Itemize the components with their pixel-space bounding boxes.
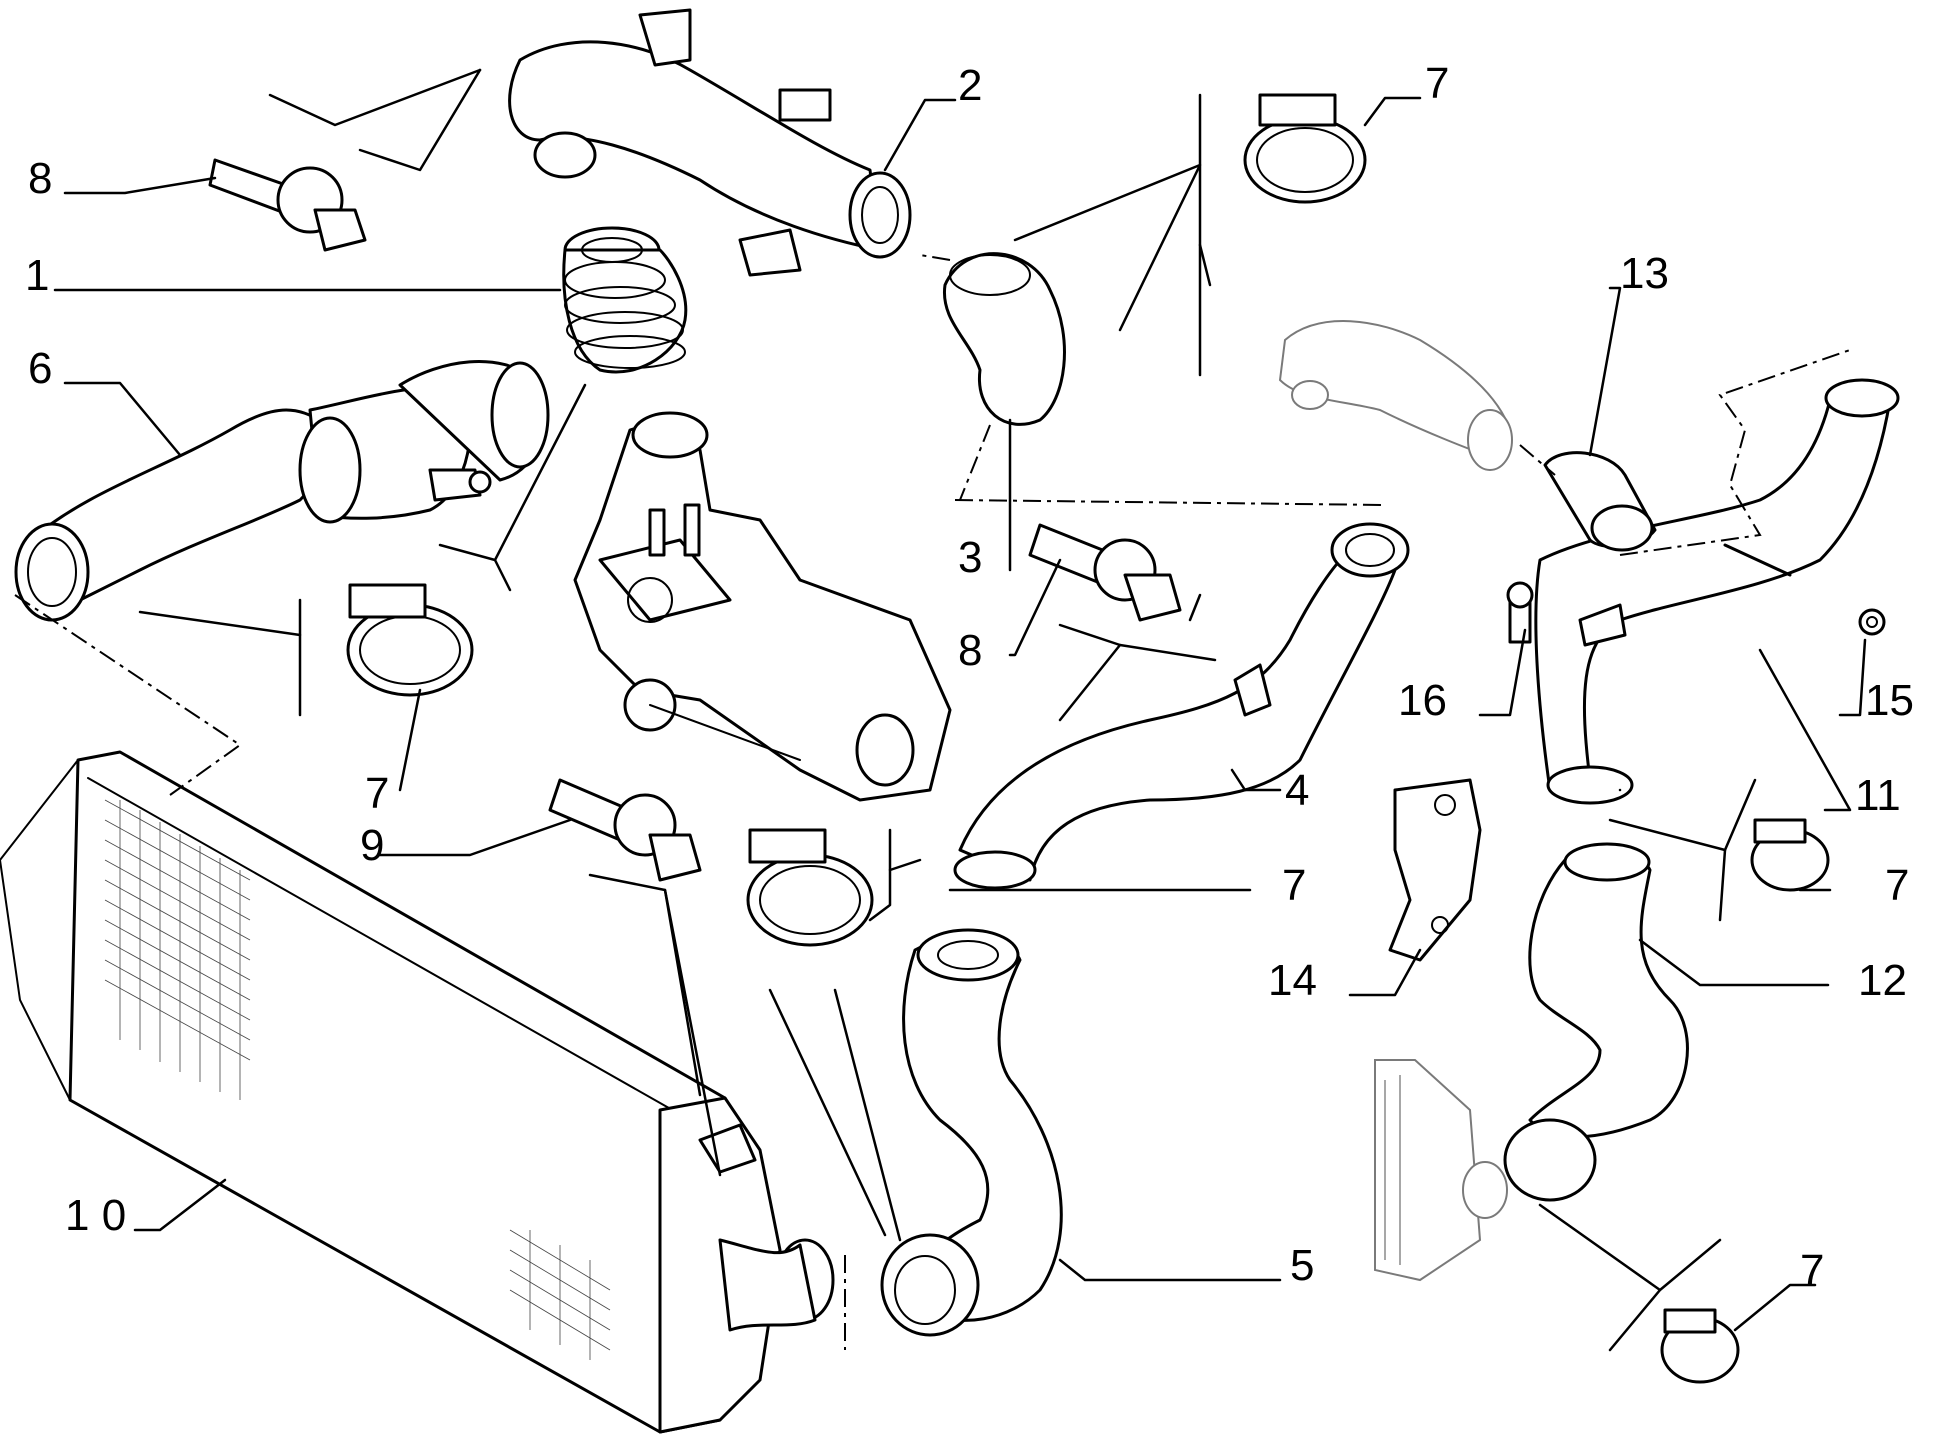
clamp-part-7-center	[746, 828, 874, 947]
hose-part-11	[1534, 378, 1900, 805]
bolt-part-8-center	[1028, 523, 1182, 622]
callout-7-bottom: 7	[1800, 1246, 1824, 1295]
callout-6: 6	[28, 344, 52, 393]
callout-7-left: 7	[365, 769, 389, 818]
callout-10: 1 0	[65, 1191, 126, 1240]
callout-4: 4	[1285, 766, 1309, 815]
callout-1: 1	[25, 251, 49, 300]
callout-14: 14	[1268, 956, 1317, 1005]
sleeve-part-13	[1543, 451, 1657, 552]
bolt-part-16	[1506, 581, 1534, 644]
callout-7-top: 7	[1425, 59, 1449, 108]
hose-part-6	[14, 360, 550, 622]
callout-11: 11	[1855, 771, 1901, 820]
callout-labels: 8 1 6 2 7 13 3 8 16 15 7 4 11 9 7 7 14 1…	[25, 59, 1914, 1295]
intercooler-grid	[104, 799, 611, 1360]
pipe-part-2	[508, 8, 912, 277]
bolt-part-9	[548, 778, 702, 882]
hose-part-4	[953, 522, 1410, 890]
callout-2: 2	[958, 61, 982, 110]
clamp-part-7-right	[1750, 818, 1830, 892]
callout-7-center: 7	[1282, 861, 1306, 910]
callout-7-right: 7	[1885, 861, 1909, 910]
clamp-part-7-bottom	[1660, 1308, 1740, 1384]
callout-9: 9	[360, 821, 384, 870]
callout-3: 3	[958, 533, 982, 582]
housing-assembly	[573, 411, 952, 802]
hose-part-12	[1503, 842, 1689, 1202]
clamp-part-7-left	[346, 583, 474, 697]
bellows-part-1	[562, 226, 688, 374]
assembly-centerlines	[14, 254, 1851, 1350]
bracket-part-14	[1388, 778, 1482, 962]
callout-13: 13	[1620, 249, 1669, 298]
callout-8-center: 8	[958, 626, 982, 675]
clamp-part-7-top	[1243, 93, 1367, 204]
callout-16: 16	[1398, 676, 1447, 725]
callout-8-left: 8	[28, 154, 52, 203]
intercooler-part-10	[0, 750, 835, 1434]
ghost-manifold	[1278, 320, 1513, 471]
bolt-part-8-left	[208, 158, 367, 252]
hose-part-5	[880, 928, 1063, 1337]
group-brackets	[138, 68, 1757, 1352]
callout-12: 12	[1858, 956, 1907, 1005]
ghost-intercooler	[1374, 1059, 1508, 1282]
elbow-hose-part-3	[942, 252, 1066, 426]
callout-5: 5	[1290, 1241, 1314, 1290]
callout-leaders	[53, 96, 1867, 1332]
nut-part-15	[1858, 608, 1886, 636]
callout-15: 15	[1865, 676, 1914, 725]
